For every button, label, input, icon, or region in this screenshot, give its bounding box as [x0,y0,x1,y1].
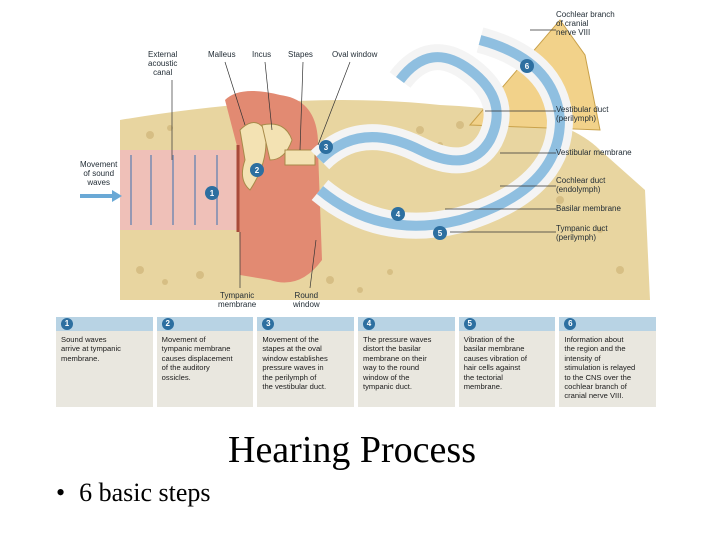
vestibular-duct-path [316,52,502,166]
marker-6-num: 6 [525,62,530,71]
marker-2 [250,163,264,177]
tympanic-duct-path [316,35,566,231]
bullet-text: 6 basic steps [79,478,211,507]
label-incus: Incus [252,50,272,59]
bone-texture [136,121,624,293]
marker-6 [520,59,534,73]
step-markers [205,59,534,240]
step-number: 1 [61,318,73,330]
label-round-window: Round window [293,291,320,309]
marker-numbers: 1 2 3 4 5 6 [210,62,530,238]
step-text: Vibration of the basilar membrane causes… [463,335,528,392]
marker-5 [433,226,447,240]
marker-5-num: 5 [438,229,443,238]
label-movement-sound-waves: Movement of sound waves [80,160,118,187]
movement-arrowhead [112,190,122,202]
marker-4-num: 4 [396,210,401,219]
label-malleus: Malleus [208,50,236,59]
label-vestibular-duct: Vestibular duct (perilymph) [556,105,609,123]
label-stapes: Stapes [288,50,313,59]
step-bar [257,317,355,331]
step-text: Sound waves arrive at tympanic membrane. [61,335,121,363]
ear-diagram: 1 2 3 4 5 6 External acoustic canal Mall… [80,10,650,309]
step-number: 5 [463,318,476,330]
marker-2-num: 2 [255,166,260,175]
marker-1-num: 1 [210,189,215,198]
marker-3 [319,140,333,154]
stapes-shape [284,149,316,166]
step-bar [56,317,153,331]
step-text: Information about the region and the int… [564,335,636,401]
step-number: 2 [161,318,174,330]
label-oval-window: Oval window [332,50,378,59]
label-external-acoustic-canal: External acoustic canal [148,50,178,77]
label-cochlear-duct: Cochlear duct (endolymph) [556,176,606,194]
step-bar [358,317,455,331]
step-text: Movement of the stapes at the oval windo… [262,335,328,392]
leader-lines [171,29,556,289]
step-number: 4 [363,318,376,330]
label-cochlear-branch: Cochlear branch of cranial nerve VIII [556,10,615,37]
malleus-shape [239,122,267,191]
step-bar [559,317,657,331]
external-acoustic-canal [120,150,240,230]
step-text: The pressure waves distort the basilar m… [363,335,432,392]
ear-illustration: 1 2 3 4 5 6 [80,19,650,300]
label-tympanic-membrane: Tympanic membrane [218,291,257,309]
marker-4 [391,207,405,221]
marker-1 [205,186,219,200]
step-bar [458,317,556,331]
label-vestibular-membrane: Vestibular membrane [556,148,632,157]
bullet-item: • 6 basic steps [56,478,211,508]
step-text: Movement of tympanic membrane causes dis… [161,335,233,382]
step-number: 6 [564,318,577,330]
marker-3-num: 3 [324,143,329,152]
label-basilar-membrane: Basilar membrane [556,204,621,213]
bullet-dot: • [56,478,66,507]
step-bar [156,317,254,331]
step-number: 3 [262,318,275,330]
label-tympanic-duct: Tympanic duct (perilymph) [556,224,608,242]
slide-title: Hearing Process [228,429,476,471]
